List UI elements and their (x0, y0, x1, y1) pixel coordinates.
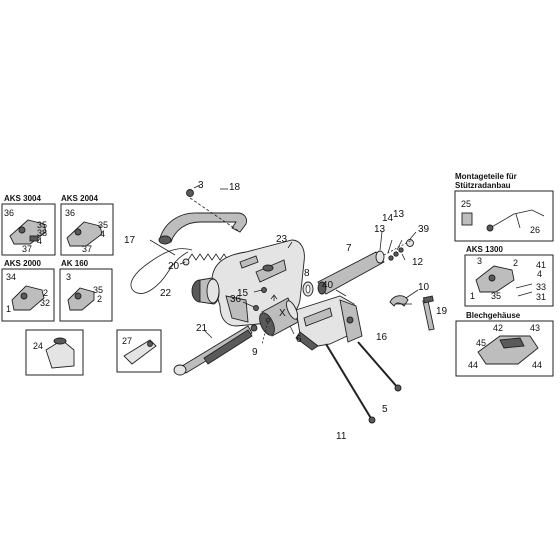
inset-montageteile-label-25: 25 (461, 199, 471, 209)
part-cable-17 (130, 248, 193, 294)
callout-16: 16 (376, 332, 388, 343)
inset-aks-2004-label-37: 37 (82, 244, 92, 254)
part-handle-18 (158, 212, 247, 245)
callout-10: 10 (418, 282, 430, 293)
callout-20: 20 (168, 261, 180, 272)
inset-aks-2000-label-34: 34 (6, 272, 16, 282)
inset-blechgehaeuse-label-42: 42 (493, 323, 503, 333)
inset-aks-2000-title: AKS 2000 (4, 259, 41, 268)
inset-aks-2004-label-36: 36 (65, 208, 75, 218)
inset-part-24: 24 (25, 329, 84, 376)
inset-ak-160-title: AK 160 (61, 259, 89, 268)
inset-part-27: 27 (116, 329, 162, 373)
inset-montageteile-label-26: 26 (530, 225, 540, 235)
callout-36: 36 (230, 294, 242, 305)
inset-montageteile-title-2: Stützradanbau (455, 181, 511, 190)
inset-montageteile-title-1: Montageteile für (455, 172, 517, 181)
inset-ak-160-label-2: 2 (97, 294, 102, 304)
inset-aks-3004-label-35: 35 (37, 220, 47, 230)
callout-5: 5 (382, 404, 388, 415)
callout-23: 23 (276, 234, 288, 245)
callout-22: 22 (160, 288, 172, 299)
inset-aks-2004: AKS 2004 36 35 4 37 (60, 194, 114, 256)
inset-aks-2004-title: AKS 2004 (61, 194, 98, 203)
inset-ak-160: AK 160 3 35 2 (59, 259, 113, 322)
callout-x: X (279, 308, 286, 319)
callout-21: 21 (196, 323, 208, 334)
inset-aks-2000-label-32: 32 (40, 298, 50, 308)
callout-6: 6 (296, 334, 302, 345)
callout-40: 40 (322, 280, 334, 291)
inset-blechgehaeuse-label-44a: 44 (468, 360, 478, 370)
part-spring-20 (182, 253, 229, 266)
part-bolt-19 (422, 295, 435, 331)
callout-19: 19 (436, 306, 448, 317)
inset-part-24-label: 24 (33, 341, 43, 351)
part-stub-6 (259, 297, 299, 337)
part-buffer-22 (191, 277, 220, 305)
inset-aks-1300-label-3: 3 (477, 256, 482, 266)
inset-blechgehaeuse-label-45: 45 (476, 338, 486, 348)
inset-aks-2004-label-4: 4 (100, 229, 105, 239)
part-screw-3 (186, 189, 194, 197)
inset-aks-3004-label-4: 4 (37, 236, 42, 246)
callout-13b: 13 (393, 209, 405, 220)
callout-18: 18 (229, 182, 241, 193)
callout-3: 3 (198, 180, 204, 191)
callout-11: 11 (336, 431, 347, 442)
callout-13a: 13 (374, 224, 386, 235)
inset-montageteile: Montageteile für Stützradanbau 25 26 (454, 172, 554, 242)
inset-aks-3004-label-38: 38 (37, 228, 47, 238)
inset-blechgehaeuse-label-44b: 44 (532, 360, 542, 370)
inset-aks-2000: AKS 2000 34 2 32 1 (1, 259, 55, 322)
inset-aks-3004-title: AKS 3004 (4, 194, 41, 203)
inset-part-27-label: 27 (122, 336, 132, 346)
inset-aks-1300-label-41: 41 (536, 260, 546, 270)
part-clip-10 (389, 295, 412, 307)
inset-aks-1300-label-4: 4 (537, 269, 542, 279)
inset-ak-160-label-35: 35 (93, 285, 103, 295)
part-washers-13-14 (388, 239, 414, 261)
inset-aks-1300-title: AKS 1300 (466, 245, 503, 254)
part-bracket-16 (295, 295, 363, 351)
part-ring-8 (302, 281, 314, 297)
callout-15: 15 (237, 288, 249, 299)
inset-aks-1300-label-31: 31 (536, 292, 546, 302)
inset-blechgehaeuse-label-43: 43 (530, 323, 540, 333)
inset-aks-1300-label-33: 33 (536, 282, 546, 292)
inset-aks-1300-label-1: 1 (470, 291, 475, 301)
callout-14: 14 (382, 213, 394, 224)
callout-8: 8 (304, 268, 310, 279)
callout-17: 17 (124, 235, 136, 246)
inset-aks-3004-label-37: 37 (22, 244, 32, 254)
inset-aks-1300: AKS 1300 3 2 41 4 1 35 33 31 (464, 245, 554, 307)
callout-12: 12 (412, 257, 424, 268)
callout-39: 39 (418, 224, 430, 235)
part-tube-7 (317, 250, 385, 295)
inset-aks-2004-label-35: 35 (98, 220, 108, 230)
inset-aks-2000-label-1: 1 (6, 304, 11, 314)
inset-blechgehaeuse-title: Blechgehäuse (466, 311, 521, 320)
inset-aks-2000-label-2: 2 (43, 288, 48, 298)
callout-7: 7 (346, 243, 352, 254)
part-bolts-11-5 (325, 341, 402, 424)
callout-9: 9 (252, 347, 258, 358)
inset-blechgehaeuse: Blechgehäuse 42 43 45 44 44 (455, 311, 554, 377)
inset-aks-1300-label-2: 2 (513, 258, 518, 268)
part-shock-21 (173, 324, 258, 376)
inset-ak-160-label-3: 3 (66, 272, 71, 282)
inset-aks-3004-label-36: 36 (4, 208, 14, 218)
inset-aks-3004: AKS 3004 36 35 38 4 37 (1, 194, 56, 256)
inset-aks-1300-label-35: 35 (491, 291, 501, 301)
